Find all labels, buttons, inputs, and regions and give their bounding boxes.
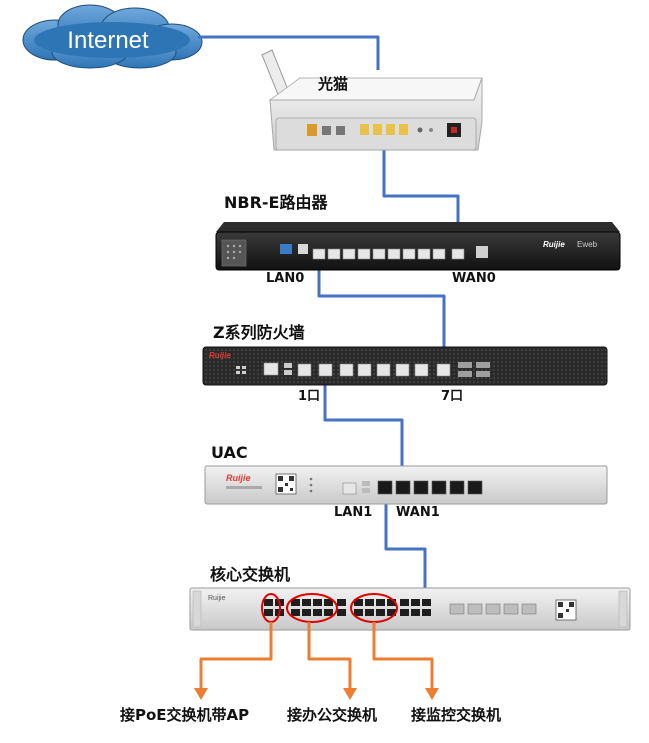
firewall-device: Z系列防火墙 Ruijie 1口 7口 xyxy=(202,323,608,404)
arrow-to-monitor-switch xyxy=(372,622,434,690)
firewall-ethernet-ports xyxy=(297,363,451,377)
firewall-brand: Ruijie xyxy=(209,351,231,360)
uac-wan1-label: WAN1 xyxy=(396,505,440,520)
router-ethernet-ports xyxy=(312,248,465,260)
highlight-office-ports xyxy=(286,593,338,623)
core-switch-label: 核心交换机 xyxy=(210,565,290,584)
modem-label: 光猫 xyxy=(317,75,348,93)
uac-lan1-label: LAN1 xyxy=(334,505,372,520)
uac-ethernet-ports xyxy=(377,480,483,495)
optical-modem: 光猫 xyxy=(261,49,483,151)
destination-office-label: 接办公交换机 xyxy=(287,706,377,724)
router-label: NBR-E路由器 xyxy=(224,193,328,212)
router-wan0-label: WAN0 xyxy=(452,271,496,286)
core-switch-device: 核心交换机 Ruijie xyxy=(189,565,631,631)
core-switch-ports-group-3 xyxy=(354,599,396,616)
destination-arrows xyxy=(199,622,434,690)
uac-brand: Ruijie xyxy=(226,473,251,483)
firewall-port7-label: 7口 xyxy=(441,389,463,404)
link-internet-modem xyxy=(198,35,380,70)
router-series: Eweb xyxy=(577,240,598,249)
arrowhead-monitor xyxy=(425,688,439,700)
arrowhead-poe xyxy=(194,688,208,700)
internet-cloud: Internet xyxy=(22,4,203,69)
router-lan0-label: LAN0 xyxy=(266,271,304,286)
arrowhead-office xyxy=(343,688,357,700)
link-firewall-uac-wan xyxy=(323,371,404,487)
uac-label: UAC xyxy=(211,443,248,462)
router-brand: Ruijie xyxy=(543,240,565,249)
uac-device: UAC Ruijie LAN1 WAN1 xyxy=(204,443,608,520)
internet-label: Internet xyxy=(67,27,149,54)
link-router-lan-firewall xyxy=(317,257,446,369)
destination-monitor-label: 接监控交换机 xyxy=(411,706,501,724)
router-device: NBR-E路由器 Ruijie Eweb LAN0 WAN0 xyxy=(215,193,621,286)
core-switch-ports-group-2 xyxy=(291,599,333,616)
firewall-port1-label: 1口 xyxy=(298,389,320,404)
arrow-to-poe-switch xyxy=(199,622,273,690)
destination-poe-label: 接PoE交换机带AP xyxy=(120,706,249,724)
link-uac-lan-core xyxy=(384,487,427,606)
firewall-label: Z系列防火墙 xyxy=(213,323,305,342)
core-switch-sfp-ports xyxy=(449,603,537,615)
core-switch-brand: Ruijie xyxy=(208,595,226,602)
arrow-to-office-switch xyxy=(307,622,352,690)
